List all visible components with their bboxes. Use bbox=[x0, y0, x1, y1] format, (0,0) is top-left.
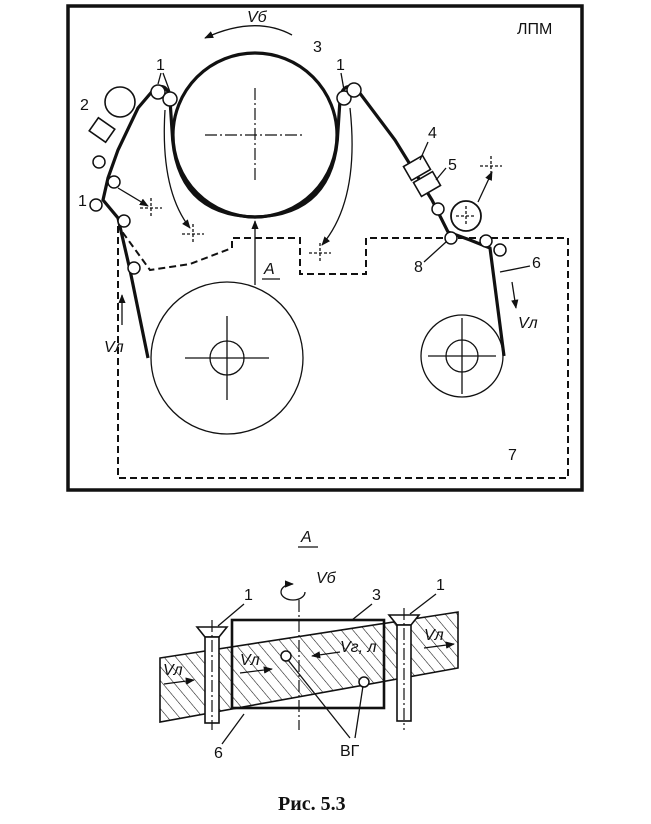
guide-swing-arrow bbox=[163, 109, 191, 229]
vg-leader bbox=[287, 659, 351, 739]
drum-rotation-arrow bbox=[204, 25, 293, 39]
guide-roller bbox=[107, 175, 121, 189]
leader bbox=[340, 72, 345, 91]
figure-caption: Рис. 5.3 bbox=[278, 793, 346, 815]
drum-number: 3 bbox=[313, 39, 322, 56]
base-unit-outline bbox=[117, 225, 569, 479]
label-3: 3 bbox=[372, 587, 381, 604]
mechanism-frame bbox=[66, 4, 584, 492]
leader bbox=[419, 141, 429, 161]
vg-label: ВГ bbox=[340, 743, 360, 760]
leader bbox=[499, 265, 531, 273]
pressure-roller bbox=[104, 86, 136, 118]
label-1-left: 1 bbox=[244, 587, 253, 604]
leader bbox=[435, 167, 447, 181]
leader bbox=[157, 72, 162, 85]
shift-arrow bbox=[117, 187, 149, 207]
video-head bbox=[358, 676, 370, 688]
guide-roller bbox=[346, 82, 362, 98]
guide-roller bbox=[431, 202, 445, 216]
guide-post-left bbox=[195, 620, 229, 730]
tape-speed-right-arrow bbox=[511, 281, 519, 309]
label-8: 8 bbox=[414, 259, 423, 276]
speed-mid-arrow bbox=[239, 666, 273, 674]
drum-outline bbox=[230, 618, 386, 710]
view-a-title: А bbox=[300, 529, 312, 546]
guide-roller bbox=[150, 84, 166, 100]
view-a-marker: А bbox=[263, 261, 275, 278]
vg-leader bbox=[354, 685, 364, 739]
head-4 bbox=[402, 154, 432, 182]
label-6: 6 bbox=[532, 255, 541, 272]
label-5: 5 bbox=[448, 157, 457, 174]
guide-roller bbox=[92, 155, 106, 169]
speed-right: Vл bbox=[424, 627, 444, 644]
video-head bbox=[280, 650, 292, 662]
view-a-diagram: А Vб ВГ Vл Vл Vг, л bbox=[159, 529, 459, 762]
speed-right-arrow bbox=[423, 641, 455, 649]
drum-rotation-arrow bbox=[280, 580, 306, 601]
tape-transport-diagram: ЛПМ Vб 3 bbox=[66, 4, 584, 492]
supply-reel bbox=[150, 281, 304, 435]
drum-speed-label: Vб bbox=[316, 570, 337, 587]
box-label: ЛПМ bbox=[517, 21, 552, 38]
head-2 bbox=[88, 116, 116, 144]
guide-roller bbox=[479, 234, 493, 248]
label-1-top-right: 1 bbox=[336, 57, 345, 74]
tape-speed-left: Vл bbox=[104, 339, 124, 356]
guide-roller bbox=[162, 91, 178, 107]
leader bbox=[351, 603, 373, 621]
tape-speed-right: Vл bbox=[518, 315, 538, 332]
speed-left: Vл bbox=[163, 662, 183, 679]
leader bbox=[162, 72, 171, 93]
drum-speed-label: Vб bbox=[247, 9, 268, 26]
label-6: 6 bbox=[214, 745, 223, 762]
leader bbox=[221, 713, 245, 745]
speed-mid: Vл bbox=[240, 652, 260, 669]
label-2: 2 bbox=[80, 97, 89, 114]
guide-post-right bbox=[387, 608, 421, 730]
label-1-left: 1 bbox=[78, 193, 87, 210]
label-4: 4 bbox=[428, 125, 437, 142]
guide-roller bbox=[336, 90, 352, 106]
guide-roller bbox=[493, 243, 507, 257]
guide-roller bbox=[89, 198, 103, 212]
label-7: 7 bbox=[508, 447, 517, 464]
guide-swing-arrow bbox=[321, 107, 353, 246]
guide-roller bbox=[127, 261, 141, 275]
speed-head: Vг, л bbox=[340, 639, 376, 656]
speed-left-arrow bbox=[163, 677, 195, 685]
leader bbox=[409, 593, 437, 615]
shift-arrow bbox=[477, 171, 493, 203]
pinch-roller-8 bbox=[444, 231, 458, 245]
leader bbox=[423, 241, 447, 263]
leader bbox=[217, 603, 245, 627]
guide-roller bbox=[117, 214, 131, 228]
speed-head-arrow bbox=[311, 651, 341, 659]
label-1-top-left: 1 bbox=[156, 57, 165, 74]
label-1-right: 1 bbox=[436, 577, 445, 594]
